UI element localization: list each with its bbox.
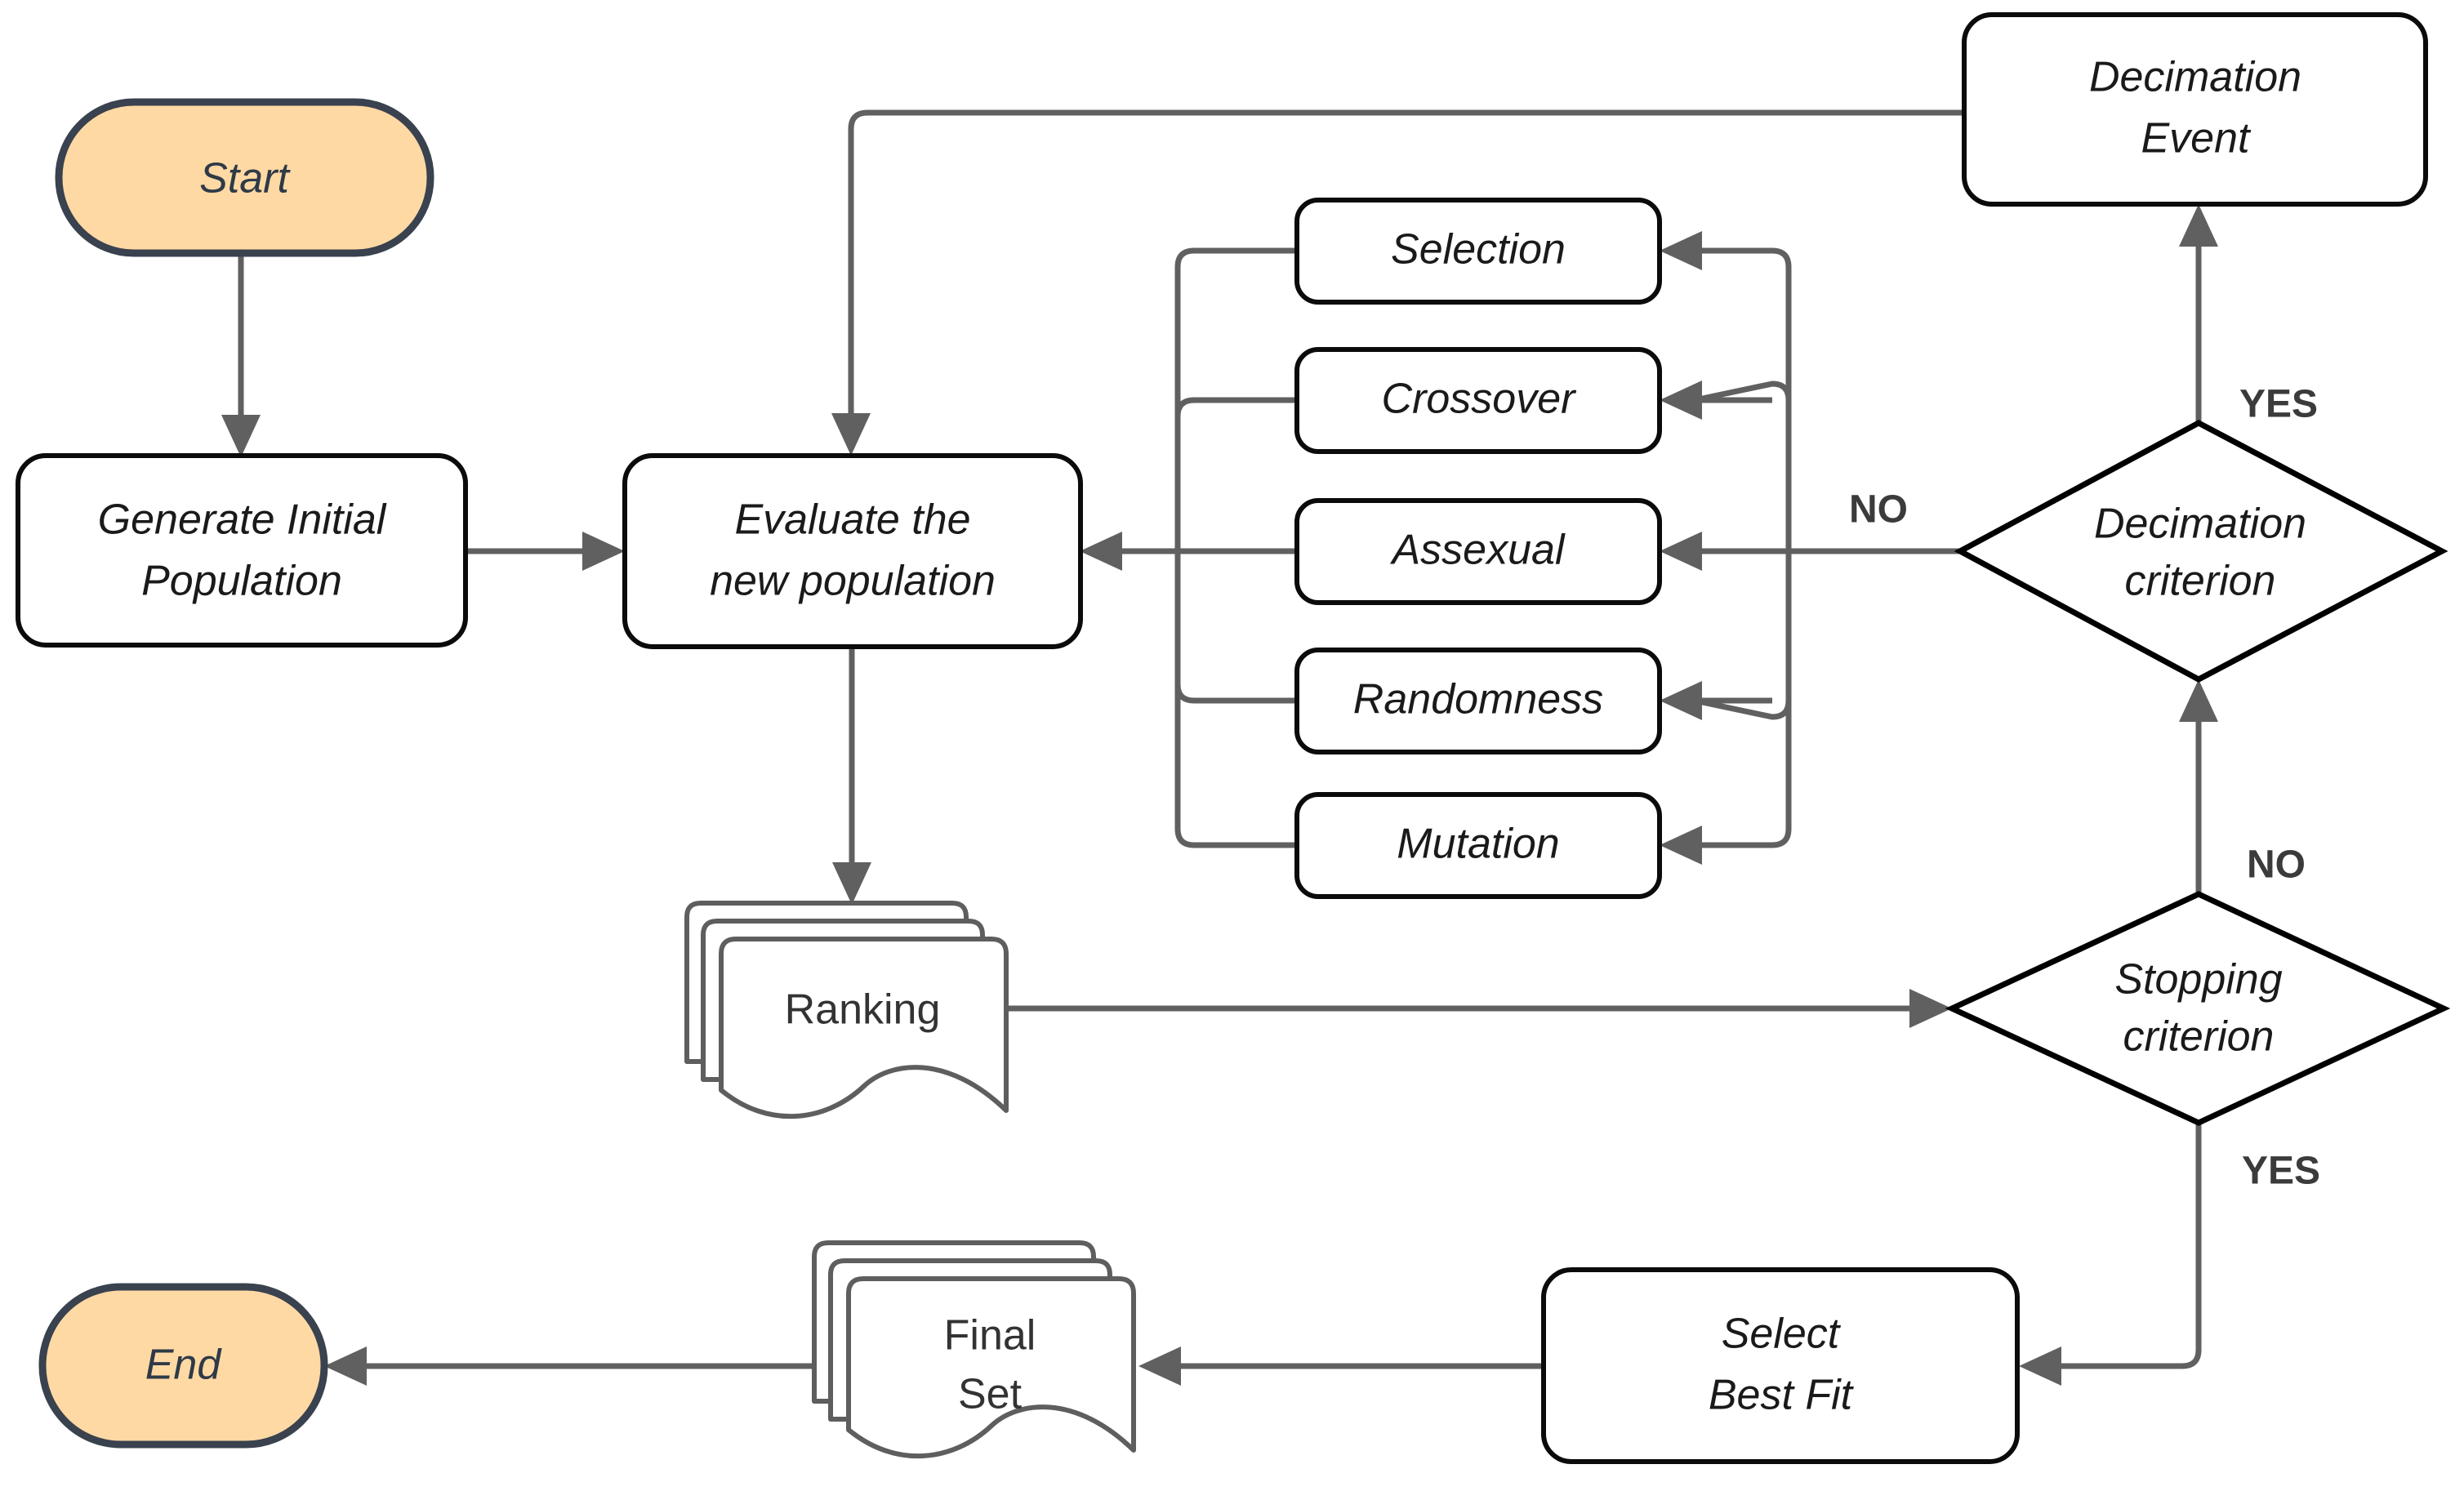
mutation-shape <box>1294 792 1662 899</box>
node-final-set[interactable]: Final Set <box>812 1240 1136 1459</box>
assexual-label: Assexual <box>1390 527 1566 574</box>
evaluate-label-line1: Evaluate the <box>734 496 970 544</box>
mutation-label: Mutation <box>1397 821 1559 868</box>
evaluate-label-line2: new population <box>710 558 996 605</box>
edge-select-to-final-set <box>1138 1346 1542 1386</box>
node-ranking[interactable]: Ranking <box>684 901 1009 1119</box>
crossover-label: Crossover <box>1382 376 1578 423</box>
randomness-shape <box>1294 648 1662 754</box>
edge-stopping-yes-to-select <box>2019 1123 2202 1386</box>
stopping-criterion-label-line1: Stopping <box>2114 956 2282 1004</box>
final-set-page-front <box>846 1276 1136 1459</box>
decimation-criterion-label-line1: Decimation <box>2094 501 2306 548</box>
randomness-label: Randomness <box>1353 676 1603 723</box>
edge-stopping-no-to-decimation <box>2179 679 2218 894</box>
edge-final-set-to-end <box>324 1346 845 1386</box>
generate-label-line2: Population <box>141 558 342 605</box>
generate-label-line1: Generate Initial <box>98 496 387 544</box>
stopping-criterion-label-line2: criterion <box>2123 1013 2275 1061</box>
start-label: Start <box>199 155 291 203</box>
node-decimation-event[interactable]: Decimation Event <box>1962 12 2428 207</box>
decimation-event-shape <box>1962 12 2428 207</box>
edge-generate-to-evaluate <box>467 532 625 571</box>
node-end[interactable]: End <box>38 1283 328 1449</box>
node-select-best-fit[interactable]: Select Best Fit <box>1541 1267 2020 1464</box>
end-shape <box>38 1283 328 1449</box>
ranking-label: Ranking <box>785 986 941 1034</box>
edge-label-decimation-no: NO <box>1849 488 1908 532</box>
final-set-label-line2: Set <box>958 1371 1023 1418</box>
assexual-shape <box>1294 498 1662 605</box>
selection-label: Selection <box>1391 226 1566 274</box>
node-stopping-criterion[interactable]: Stopping criterion <box>1945 891 2451 1126</box>
decimation-criterion-shape <box>1954 420 2448 683</box>
node-mutation[interactable]: Mutation <box>1294 792 1662 899</box>
stopping-criterion-shape <box>1945 891 2451 1126</box>
edge-decimation-no-to-operators <box>1660 231 1960 865</box>
select-best-fit-label-line2: Best Fit <box>1709 1372 1855 1419</box>
start-shape <box>55 98 434 257</box>
ranking-page-front <box>719 937 1009 1119</box>
final-set-label-line1: Final <box>944 1312 1036 1360</box>
select-best-fit-label-line1: Select <box>1722 1311 1842 1358</box>
edge-ranking-to-stopping <box>1006 989 1952 1028</box>
decimation-event-label-line2: Event <box>2141 115 2252 162</box>
edge-label-decimation-yes: YES <box>2239 383 2318 426</box>
edge-label-stopping-no: NO <box>2247 843 2306 887</box>
node-assexual[interactable]: Assexual <box>1294 498 1662 605</box>
edge-label-stopping-yes: YES <box>2242 1150 2320 1193</box>
end-label: End <box>145 1342 223 1389</box>
generate-shape <box>16 453 468 648</box>
node-generate-initial-population[interactable]: Generate Initial Population <box>16 453 468 648</box>
node-evaluate-new-population[interactable]: Evaluate the new population <box>622 453 1083 649</box>
edge-decimation-event-to-evaluate <box>831 109 1964 456</box>
node-selection[interactable]: Selection <box>1294 198 1662 305</box>
node-start[interactable]: Start <box>55 98 434 257</box>
decimation-event-label-line1: Decimation <box>2089 54 2301 101</box>
select-best-fit-shape <box>1541 1267 2020 1464</box>
node-decimation-criterion[interactable]: Decimation criterion <box>1954 420 2448 683</box>
edge-decimation-yes-to-event <box>2179 204 2218 423</box>
edge-operators-to-evaluate <box>1080 247 1297 848</box>
node-randomness[interactable]: Randomness <box>1294 648 1662 754</box>
evaluate-shape <box>622 453 1083 649</box>
selection-shape <box>1294 198 1662 305</box>
edge-evaluate-to-ranking <box>832 647 871 905</box>
decimation-criterion-label-line2: criterion <box>2125 558 2276 605</box>
crossover-shape <box>1294 347 1662 454</box>
node-crossover[interactable]: Crossover <box>1294 347 1662 454</box>
